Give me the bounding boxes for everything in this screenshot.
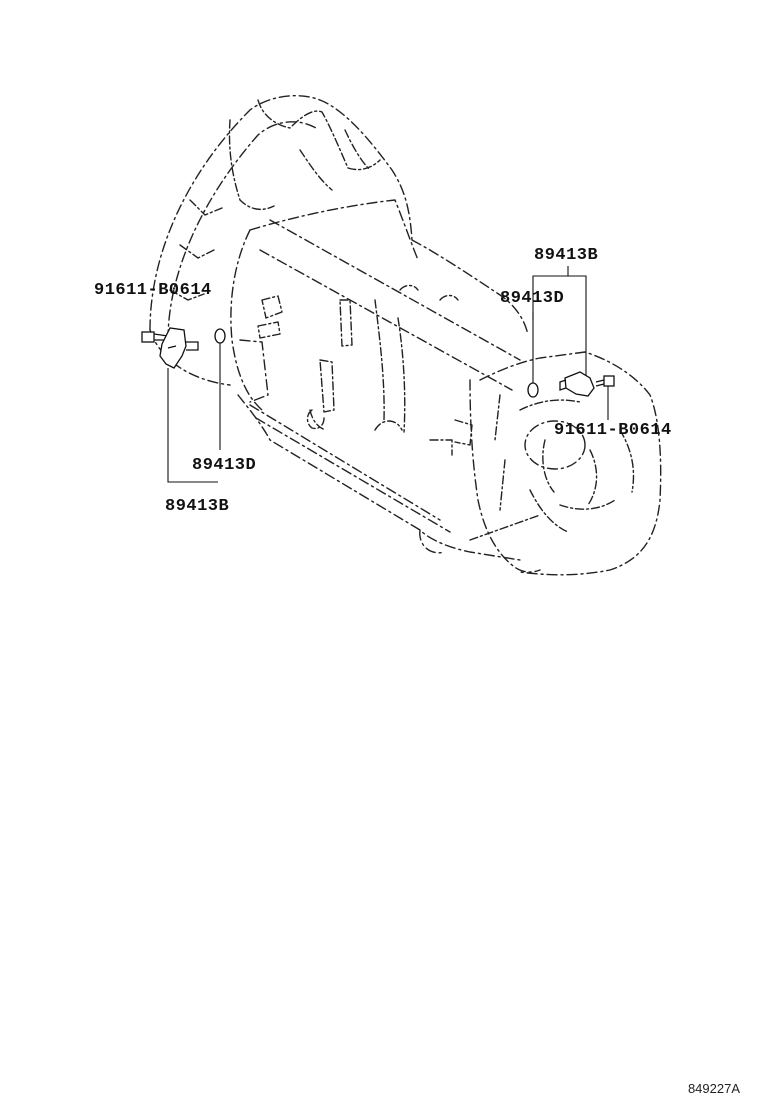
left-oring-icon <box>214 328 226 344</box>
figure-id: 849227A <box>687 1081 740 1096</box>
transmission-housing <box>149 95 662 576</box>
callout-left-oring: 89413D <box>192 456 257 475</box>
callout-right-sensor: 89413B <box>534 246 599 265</box>
right-sensor-icon <box>559 371 595 397</box>
right-bolt-icon <box>595 375 615 387</box>
callout-right-oring: 89413D <box>500 289 565 308</box>
left-sensor-assembly <box>141 327 226 483</box>
callout-left-sensor: 89413B <box>165 497 230 516</box>
callout-left-bolt: 91611-B0614 <box>94 281 212 300</box>
left-sensor-icon <box>159 327 199 369</box>
right-sensor-assembly <box>527 266 615 420</box>
callout-right-bolt: 91611-B0614 <box>554 421 672 440</box>
right-oring-icon <box>527 382 539 398</box>
